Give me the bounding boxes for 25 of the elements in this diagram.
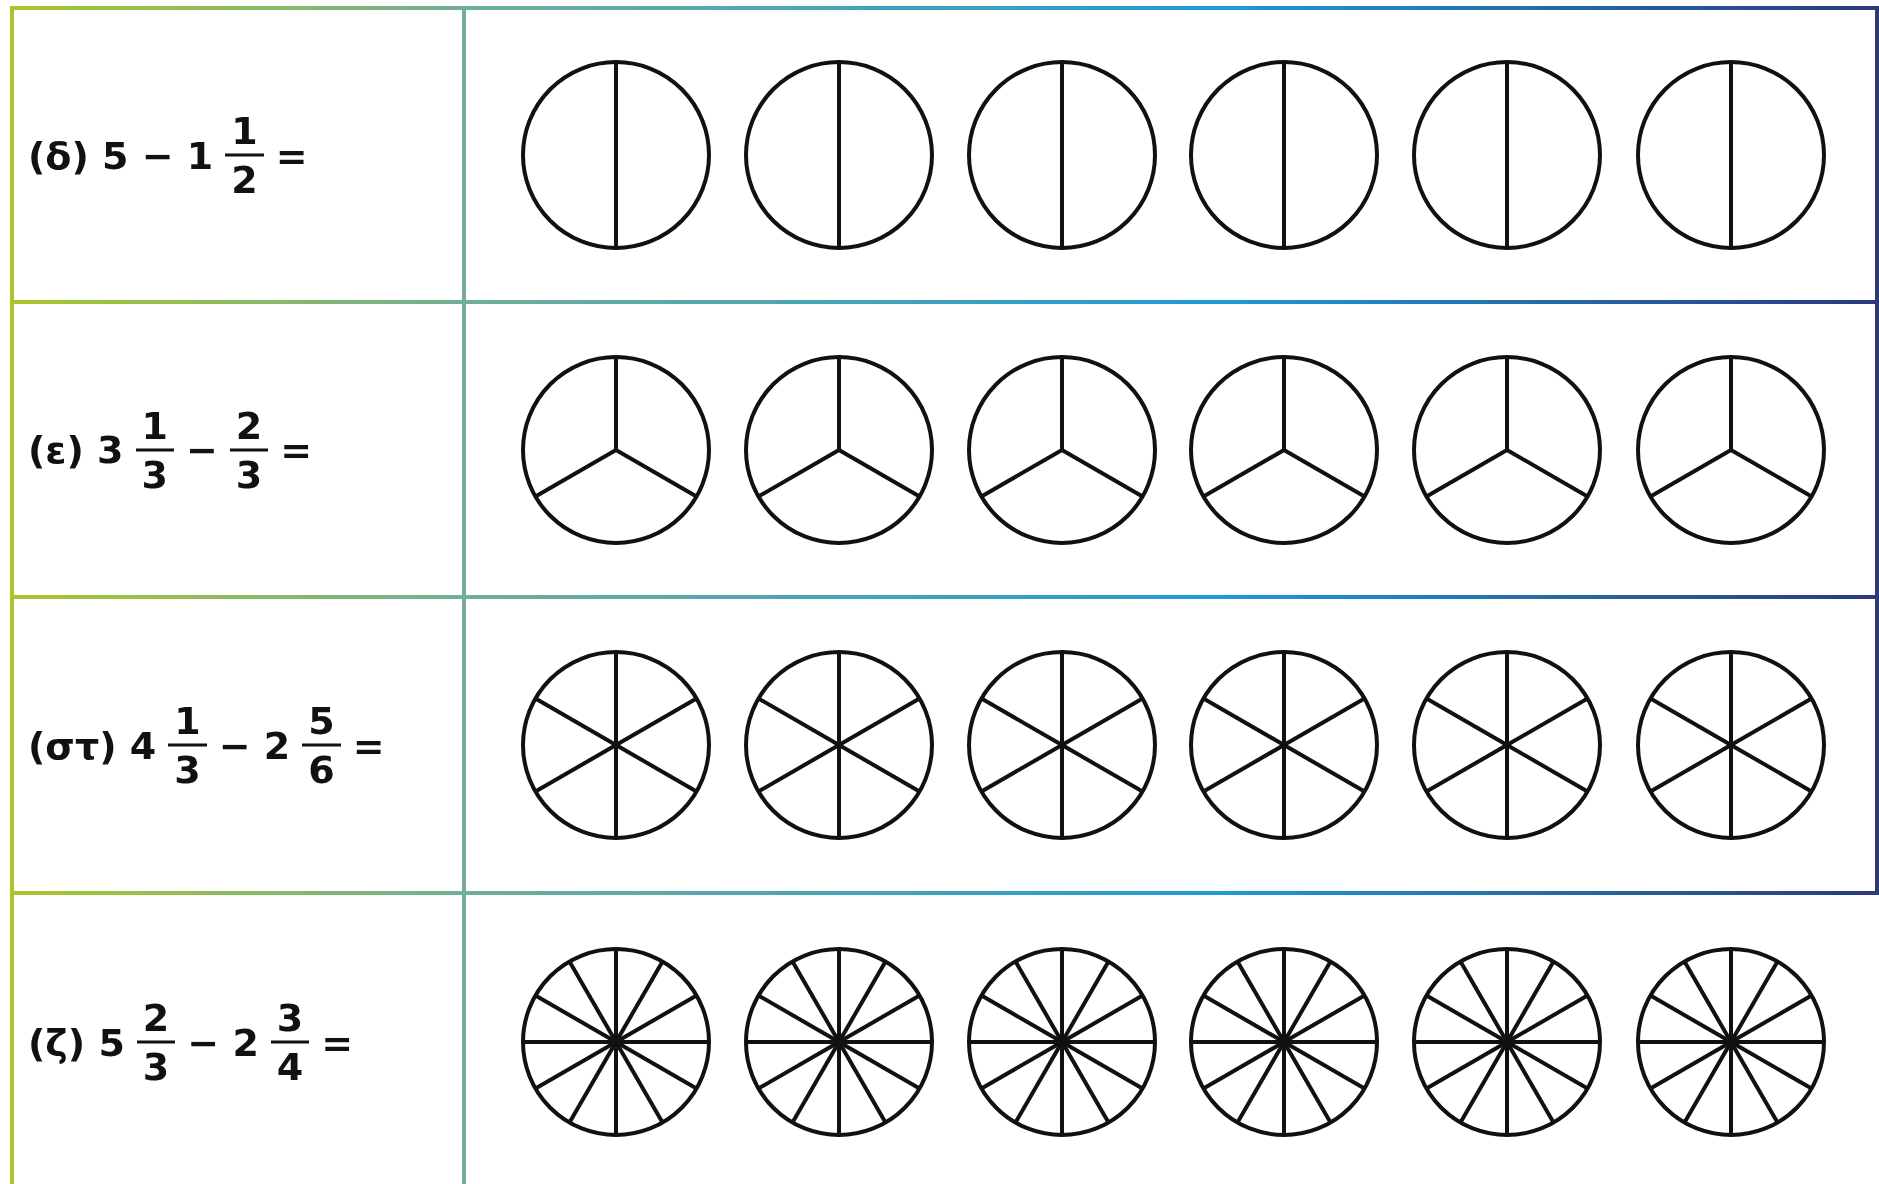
fraction-denominator: 3: [234, 451, 264, 493]
fraction-denominator: 4: [275, 1043, 305, 1086]
math-expression: −: [186, 427, 218, 472]
fraction-numerator: 1: [225, 111, 264, 157]
fraction-numerator: 2: [136, 998, 176, 1044]
fraction-numerator: 2: [229, 406, 269, 451]
fraction-numerator: 1: [168, 701, 207, 747]
math-expression: (ζ) 5: [28, 1020, 125, 1064]
fraction-denominator: 2: [230, 156, 259, 199]
fraction-denominator: 6: [307, 746, 336, 789]
math-expression: =: [321, 1020, 354, 1064]
fraction-denominator: 3: [140, 451, 169, 493]
math-expression: (δ) 5 − 1: [28, 133, 214, 177]
math-expression: − 2: [187, 1020, 259, 1064]
fraction-denominator: 3: [173, 746, 202, 789]
fraction-numerator: 5: [302, 701, 341, 747]
math-expression: =: [280, 427, 313, 472]
math-expression: =: [352, 723, 385, 767]
fraction-denominator: 3: [141, 1043, 171, 1086]
fraction-numerator: 1: [135, 406, 174, 451]
math-expression: (ε) 3: [28, 427, 124, 472]
fraction-numerator: 3: [270, 998, 310, 1044]
math-expression: =: [275, 133, 308, 177]
math-expression: (στ) 4: [28, 723, 157, 767]
math-expression: − 2: [218, 723, 291, 767]
